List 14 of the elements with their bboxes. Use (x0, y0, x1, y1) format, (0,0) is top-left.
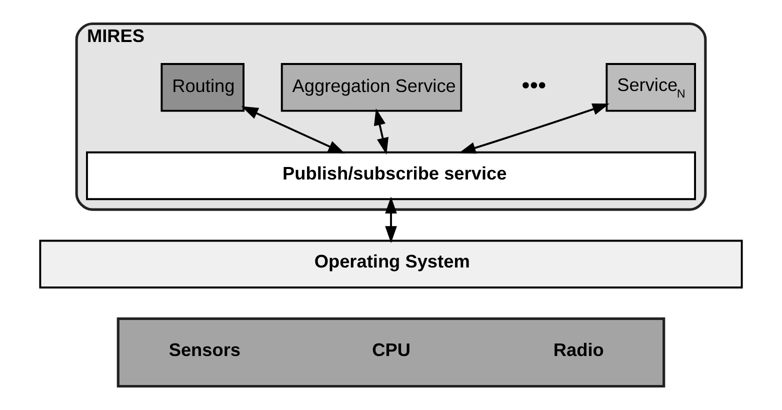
node-box: Publish/subscribe service (86, 151, 696, 200)
node-text: Sensors (168, 340, 241, 360)
arrow (241, 106, 346, 154)
node-box: Operating System (39, 240, 743, 288)
cluster (116, 317, 666, 388)
node-box: Service$_{N}$ (606, 63, 696, 112)
label: ••• (522, 72, 546, 98)
node-text: Radio (553, 340, 604, 360)
arrow (374, 108, 389, 155)
node-box: Aggregation Service (280, 63, 462, 112)
node-text: CPU (372, 340, 411, 360)
arrow (458, 104, 610, 154)
node-box: Routing (160, 63, 244, 112)
arrow (385, 196, 397, 244)
